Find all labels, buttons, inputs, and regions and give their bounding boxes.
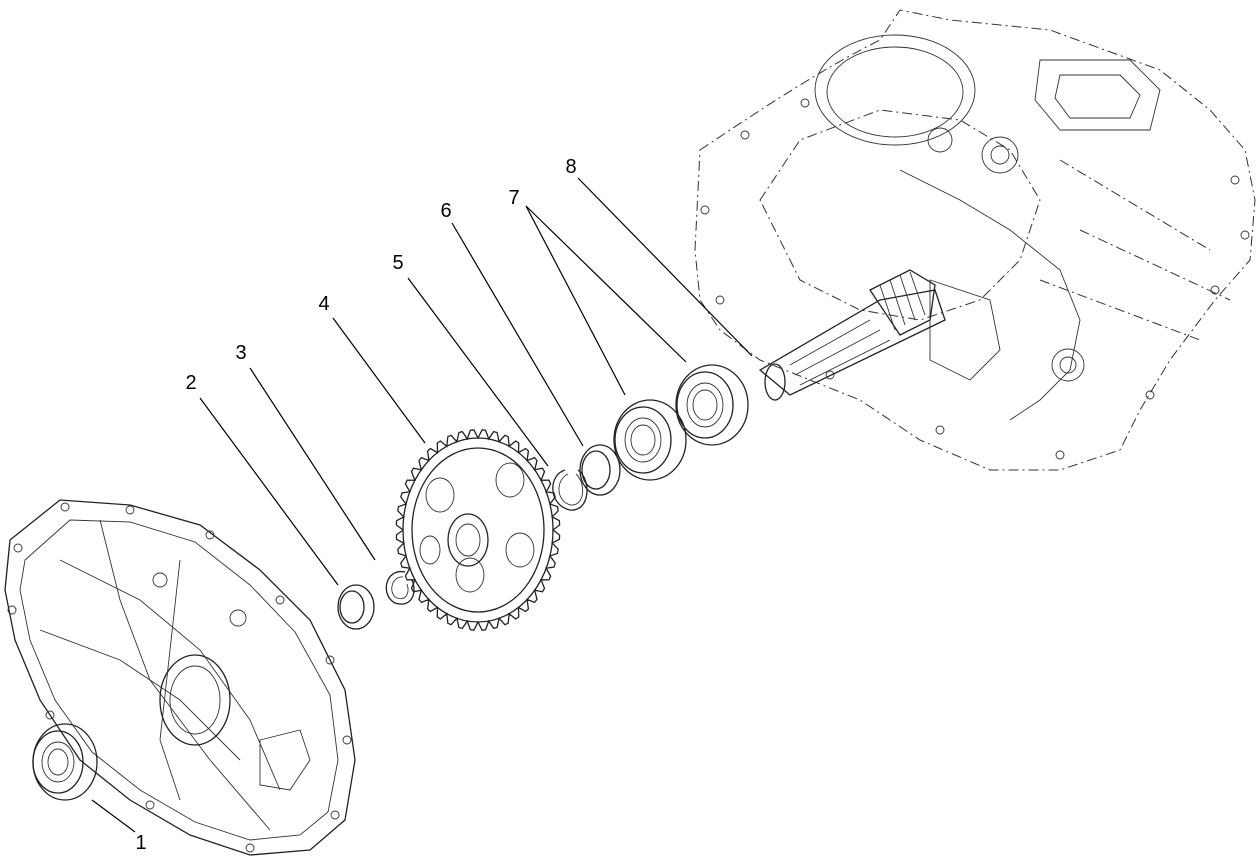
snap-ring-5 (552, 469, 588, 511)
leader-lines (91, 177, 753, 833)
housing-cover (4, 499, 356, 856)
leader-3 (249, 367, 376, 561)
callout-3: 3 (235, 342, 247, 364)
output-shaft (758, 269, 946, 401)
leader-7a (525, 205, 626, 396)
callout-2: 2 (185, 372, 197, 394)
leader-7b (525, 205, 687, 363)
leader-1 (91, 799, 136, 833)
gear-4 (395, 429, 561, 631)
circlip-3 (385, 571, 415, 605)
leader-4 (332, 317, 426, 444)
bearing-7b (613, 399, 687, 481)
leader-5 (407, 277, 549, 467)
callout-4: 4 (318, 293, 330, 315)
washer-2 (337, 584, 375, 630)
spacer-6 (579, 444, 621, 496)
callout-6: 6 (440, 200, 452, 222)
leader-8 (577, 177, 753, 357)
callout-5: 5 (392, 252, 404, 274)
gear-teeth (395, 429, 561, 631)
transmission-housing (694, 9, 1256, 471)
callout-8: 8 (565, 156, 577, 178)
bearing-1 (32, 723, 98, 801)
leader-2 (199, 397, 339, 586)
bearing-7a (675, 364, 749, 446)
callout-1: 1 (135, 832, 147, 854)
callout-7: 7 (508, 187, 520, 209)
leader-6 (451, 222, 584, 447)
